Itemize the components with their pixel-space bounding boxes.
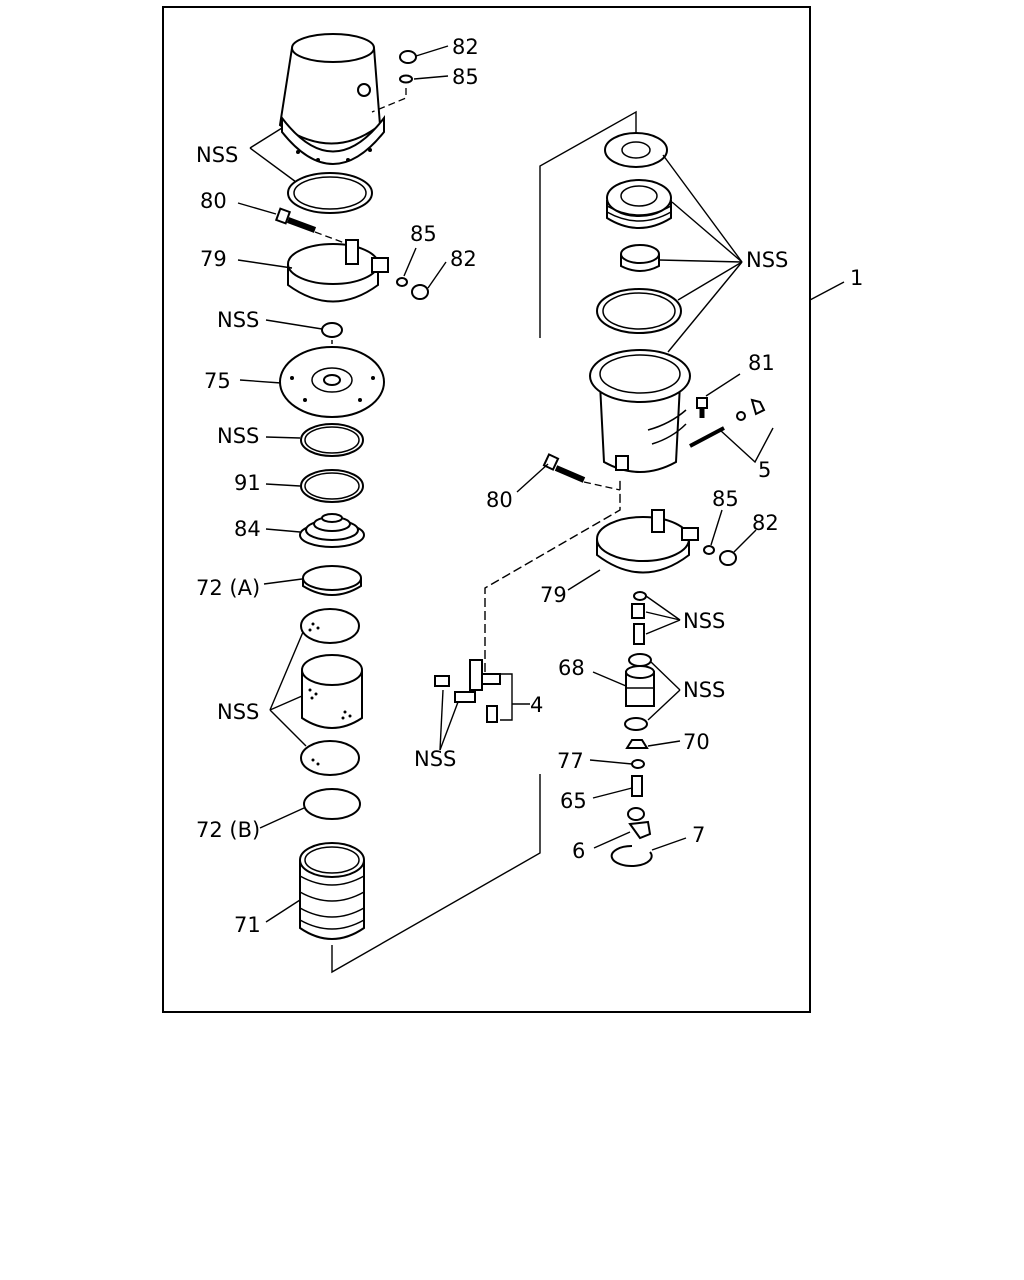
callout-nss-valve: NSS [683, 678, 725, 702]
callout-labels: 82 85 NSS 80 79 85 82 NSS 75 NSS 91 84 7… [196, 35, 863, 937]
callout-68: 68 [558, 656, 585, 680]
callout-85-left: 85 [410, 222, 437, 246]
clamp-band-79-left [287, 239, 389, 303]
callout-80-right: 80 [486, 488, 513, 512]
piston-nss [606, 179, 672, 229]
o-ring-right-nss [596, 288, 682, 334]
callout-nss-ring: NSS [217, 424, 259, 448]
callout-81: 81 [748, 351, 775, 375]
callout-79-right: 79 [540, 583, 567, 607]
callout-nss-filter: NSS [217, 700, 259, 724]
callout-75: 75 [204, 369, 231, 393]
o-ring-valve-top [628, 653, 652, 667]
bolt-81 [696, 397, 708, 418]
callout-85-right: 85 [712, 487, 739, 511]
callout-nss-cover: NSS [196, 143, 238, 167]
check-valve-68 [625, 665, 655, 707]
o-ring-91 [300, 469, 364, 503]
washer-85-right [703, 545, 715, 555]
desiccant-cartridge-71 [299, 842, 365, 940]
spring-seat-nss [631, 591, 647, 645]
nut-82-left [411, 284, 429, 300]
callout-5: 5 [758, 458, 771, 482]
conical-spring-84 [299, 513, 365, 548]
screw-65 [631, 775, 643, 797]
callout-nss-right: NSS [746, 248, 788, 272]
filter-cartridge [301, 654, 363, 729]
cover-housing [278, 33, 385, 165]
collar-nss [620, 244, 660, 272]
washer-77 [631, 759, 645, 769]
snap-ring-7 [610, 844, 653, 867]
callout-82-left: 82 [450, 247, 477, 271]
retainer-72a [302, 565, 362, 596]
bolt-80-left [274, 207, 317, 233]
callout-1: 1 [850, 266, 863, 290]
callout-72b: 72 (B) [196, 818, 260, 842]
mounting-bracket-4 [434, 659, 501, 723]
clamp-band-79-right [596, 509, 699, 574]
nut-82-right [719, 550, 737, 566]
callout-7: 7 [692, 823, 705, 847]
callout-91: 91 [234, 471, 261, 495]
gasket-plate-nss [604, 132, 668, 168]
callout-nss-spring: NSS [683, 609, 725, 633]
washer-85-left [396, 277, 408, 287]
leader-lines [237, 45, 845, 923]
bolt-80-right [542, 453, 586, 483]
o-ring-top [287, 172, 373, 214]
callout-nss-bracket: NSS [414, 747, 456, 771]
washer-nss [321, 322, 343, 338]
callout-nss-washer: NSS [217, 308, 259, 332]
nut-82-top [399, 50, 417, 64]
diaphragm-plate-75 [279, 346, 385, 418]
callout-71: 71 [234, 913, 261, 937]
o-ring-nss [300, 423, 364, 457]
heater-assembly-5 [689, 398, 766, 448]
callout-80-left: 80 [200, 189, 227, 213]
callout-70: 70 [683, 730, 710, 754]
callout-85-top: 85 [452, 65, 479, 89]
callout-77: 77 [557, 749, 584, 773]
retainer-72b [303, 788, 361, 820]
callout-84: 84 [234, 517, 261, 541]
diagram-frame [162, 6, 811, 1013]
o-ring-valve-bottom [624, 717, 648, 731]
filter-disc-top [300, 608, 360, 644]
callout-4: 4 [530, 693, 543, 717]
callout-6: 6 [572, 839, 585, 863]
callout-82-top: 82 [452, 35, 479, 59]
callout-79-left: 79 [200, 247, 227, 271]
filter-disc-bottom [300, 740, 360, 776]
callout-82-right: 82 [752, 511, 779, 535]
callout-65: 65 [560, 789, 587, 813]
exhaust-cover-6 [627, 807, 652, 840]
valve-seat-70 [625, 739, 649, 749]
valve-body [589, 349, 691, 473]
washer-85-top [399, 74, 413, 84]
callout-72a: 72 (A) [196, 576, 260, 600]
